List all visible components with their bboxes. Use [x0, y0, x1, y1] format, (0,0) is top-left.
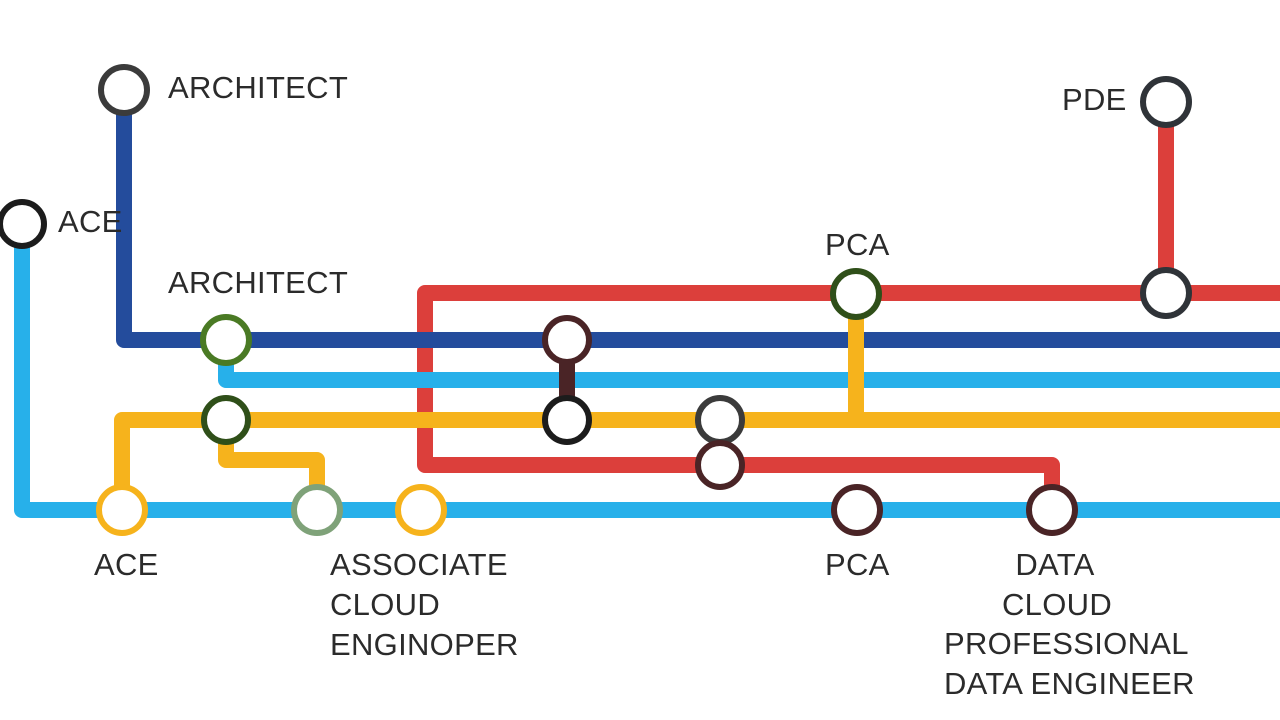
station-yellow-junction: [201, 395, 251, 445]
red-line-track: [417, 285, 1280, 513]
station-architect-mid: [200, 314, 252, 366]
label-data-engineer: DATA ENGINEER: [944, 666, 1195, 701]
station-data-engineer: [1026, 484, 1078, 536]
label-pca-bottom: PCA: [825, 547, 890, 582]
architect-line-track: [116, 84, 1280, 348]
station-orange-bottom: [395, 484, 447, 536]
label-ace-bottom: ACE: [94, 547, 159, 582]
station-interchange-lower: [695, 440, 745, 490]
station-ace-bottom: [96, 484, 148, 536]
station-pca-bottom: [831, 484, 883, 536]
yellow-line-track: [114, 412, 1280, 518]
label-data: DATA: [1015, 547, 1095, 582]
station-red-junction: [1140, 267, 1192, 319]
station-architect-top: [98, 64, 150, 116]
label-associate-cloud-engineer: ASSOCIATE CLOUD ENGINOPER: [330, 547, 519, 662]
label-pca-top: PCA: [825, 227, 890, 262]
label-architect-top: ARCHITECT: [168, 70, 349, 105]
label-pde: PDE: [1062, 82, 1127, 117]
label-professional: PROFESSIONAL: [944, 626, 1189, 661]
station-pca-top: [830, 268, 882, 320]
label-cloud: CLOUD: [1001, 587, 1113, 622]
station-black-mid: [542, 395, 592, 445]
label-ace-top: ACE: [58, 204, 123, 239]
label-architect-mid: ARCHITECT: [168, 265, 349, 300]
station-maroon-upper: [542, 315, 592, 365]
station-associate: [291, 484, 343, 536]
station-ace-top: [0, 199, 47, 249]
station-pde: [1140, 76, 1192, 128]
station-interchange-upper: [695, 395, 745, 445]
